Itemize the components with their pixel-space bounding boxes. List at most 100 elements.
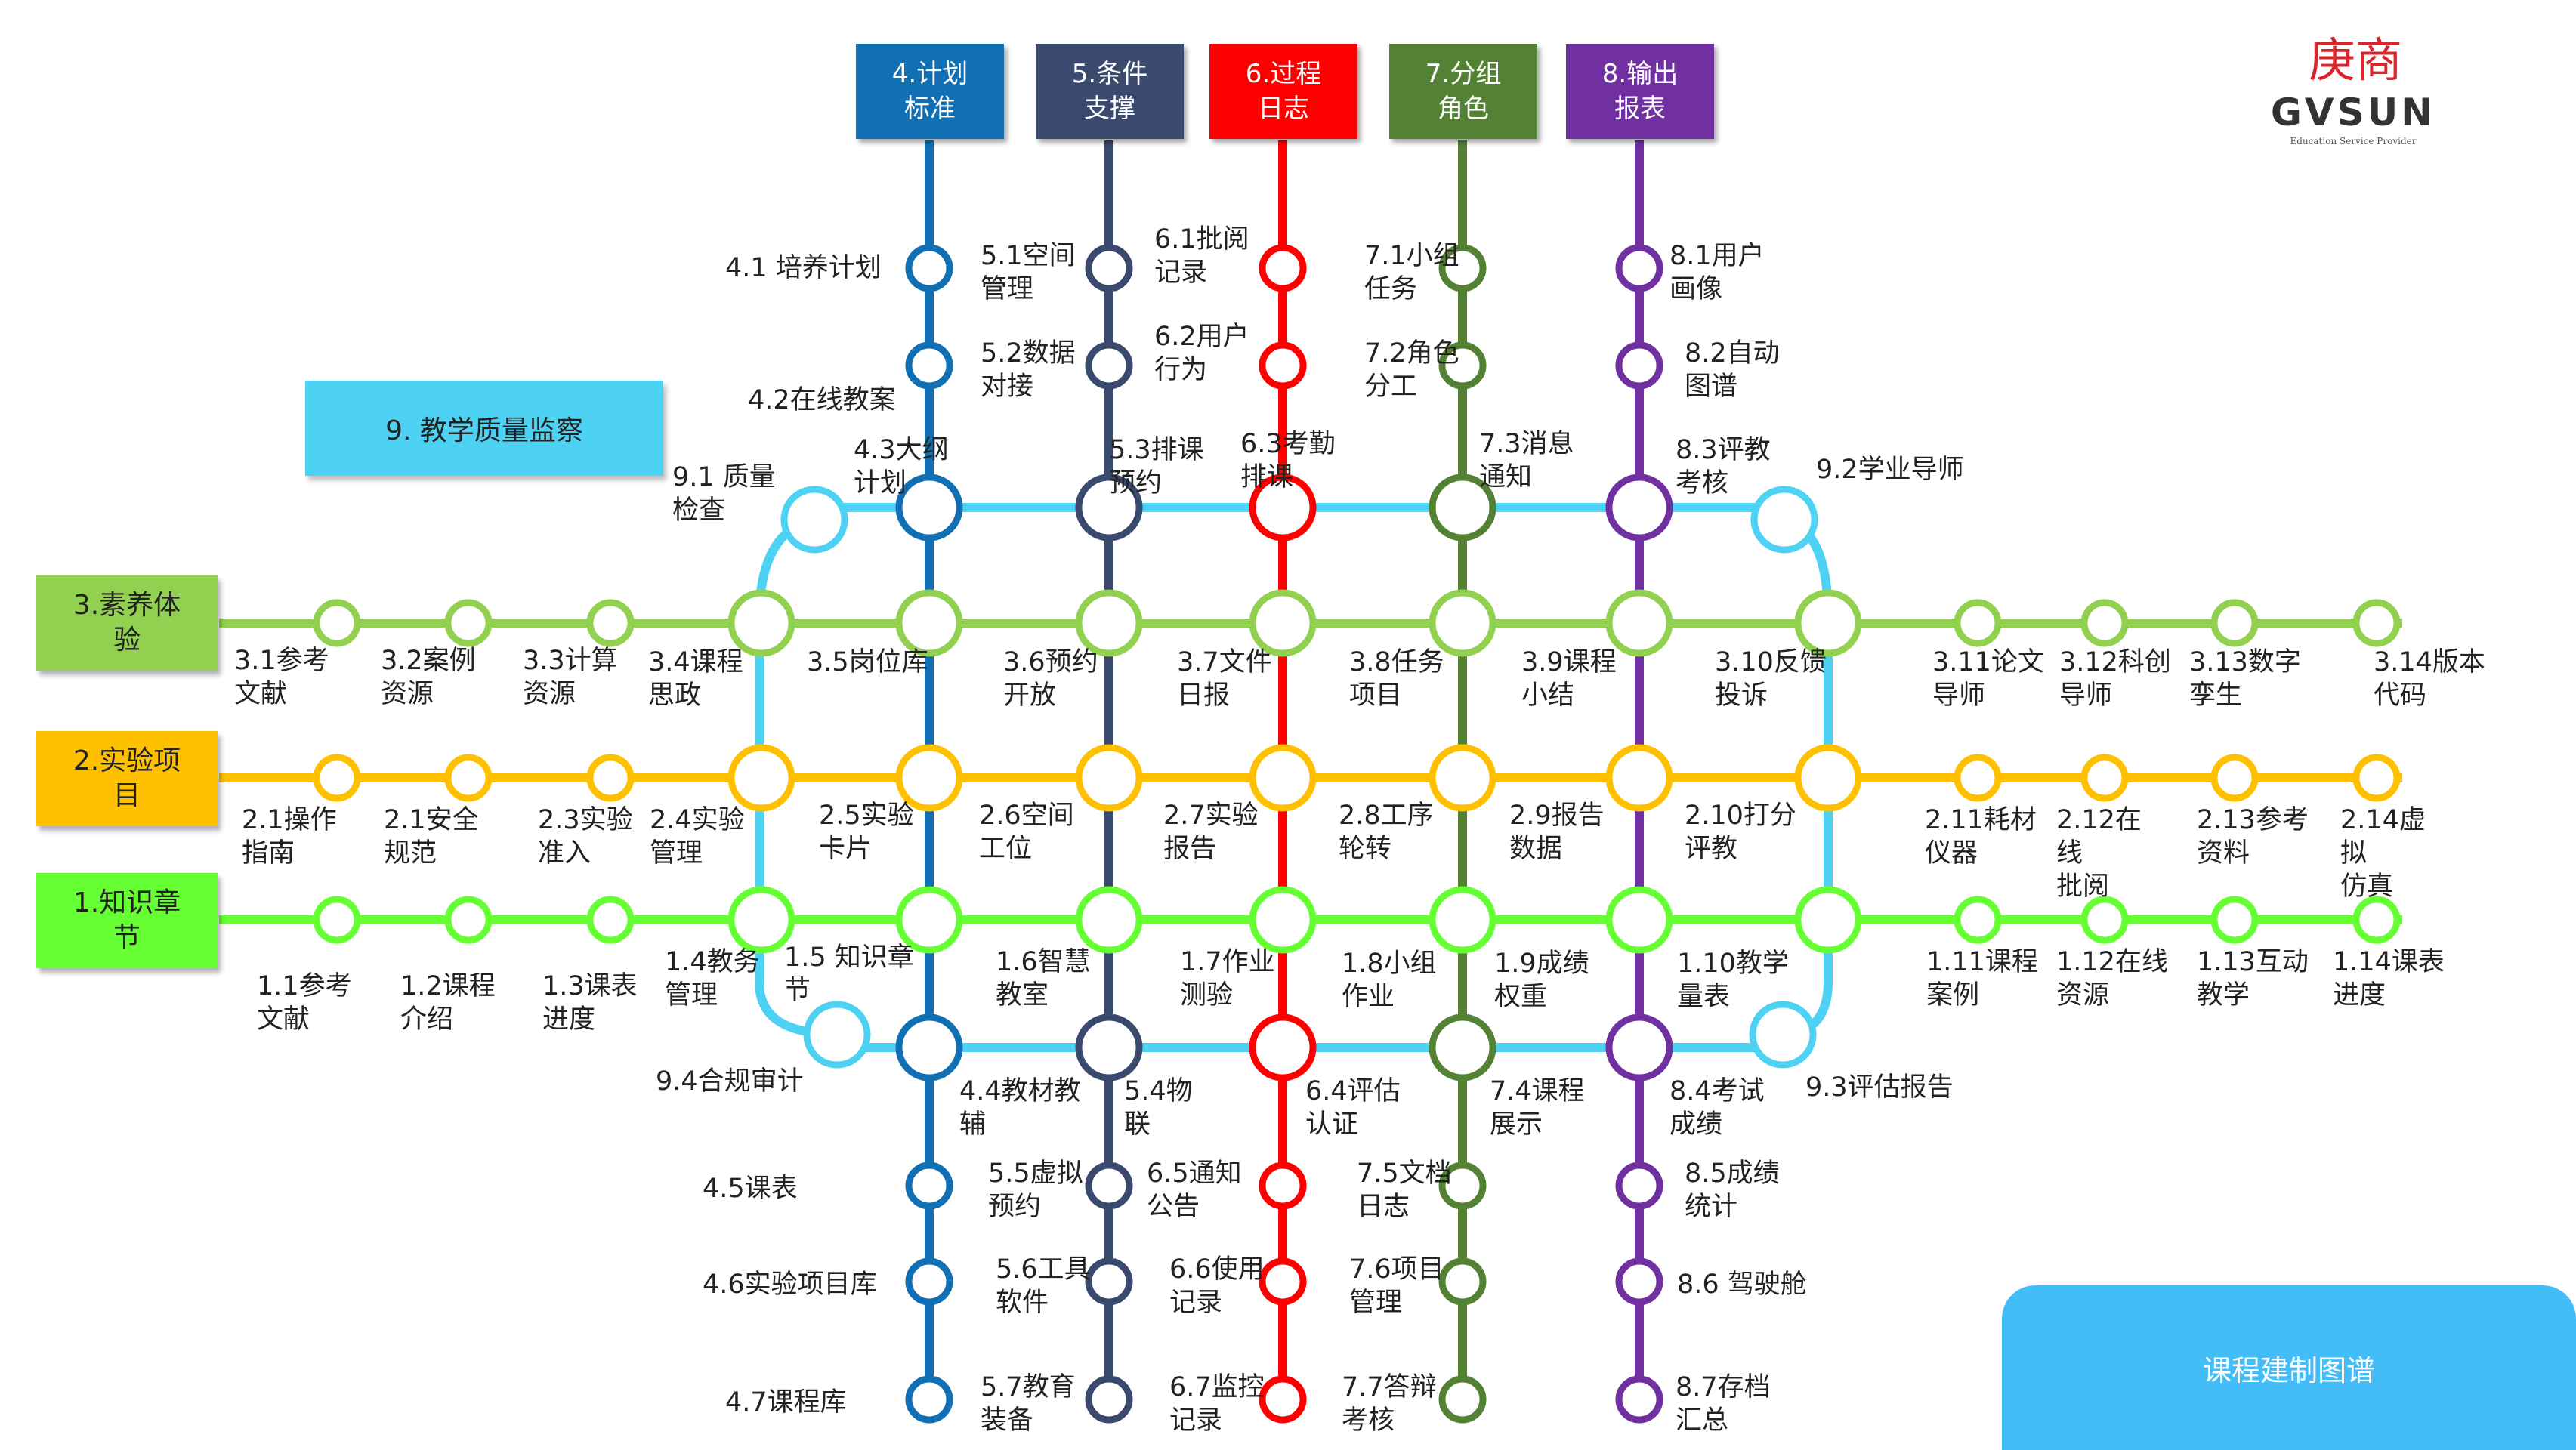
row-station-literacy-12 xyxy=(2080,599,2129,647)
column-station-plan-top-2 xyxy=(905,341,953,390)
column-station-label: 6.1批阅 记录 xyxy=(1154,224,1249,288)
column-hub-support-bottom xyxy=(1075,1013,1143,1081)
row-station-experiment-9 xyxy=(1605,744,1673,812)
row-station-label: 2.3实验 准入 xyxy=(538,805,633,868)
column-hub-plan-top xyxy=(895,474,963,541)
logo-en-text: GVSUN xyxy=(2270,91,2436,134)
column-header-group[interactable]: 7.分组 角色 xyxy=(1389,44,1537,139)
column-header-label: 6.过程 日志 xyxy=(1245,59,1322,124)
column-station-label: 5.5虚拟 预约 xyxy=(988,1158,1083,1222)
row-station-label: 1.11课程 案例 xyxy=(1926,947,2038,1010)
column-station-support-top-2 xyxy=(1085,341,1133,390)
row-station-label: 1.3课表 进度 xyxy=(542,971,638,1035)
column-header-label: 5.条件 支撑 xyxy=(1071,59,1148,124)
column-station-output-top-1 xyxy=(1615,244,1663,292)
row-station-experiment-8 xyxy=(1429,744,1496,812)
quality-monitor-box[interactable]: 9. 教学质量监察 xyxy=(305,381,663,476)
row-title-literacy[interactable]: 3.素养体 验 xyxy=(36,575,218,671)
column-station-label: 7.7答辩 考核 xyxy=(1342,1372,1437,1436)
row-station-literacy-11 xyxy=(1954,599,2002,647)
row-station-literacy-8 xyxy=(1429,589,1496,657)
column-station-output-bottom-2 xyxy=(1615,1257,1663,1306)
column-station-label: 6.3考勤 排课 xyxy=(1240,429,1336,492)
row-station-knowledge-8 xyxy=(1429,886,1496,954)
column-hub-label: 6.4评估 认证 xyxy=(1305,1076,1401,1140)
column-station-label: 5.6工具 软件 xyxy=(996,1254,1091,1318)
column-station-log-bottom-3 xyxy=(1259,1375,1307,1424)
row-station-experiment-11 xyxy=(1954,754,2002,802)
column-station-label: 6.7监控 记录 xyxy=(1169,1372,1265,1436)
row-station-label: 1.10教学 量表 xyxy=(1677,949,1789,1012)
row-station-label: 3.12科创 导师 xyxy=(2059,647,2171,711)
row-station-label: 1.6智慧 教室 xyxy=(996,947,1091,1010)
row-title-experiment[interactable]: 2.实验项 目 xyxy=(36,731,218,826)
row-station-label: 2.7实验 报告 xyxy=(1163,801,1259,864)
column-header-log[interactable]: 6.过程 日志 xyxy=(1209,44,1357,139)
course-map-button[interactable]: 课程建制图谱 xyxy=(2002,1285,2576,1450)
row-station-label: 2.1操作 指南 xyxy=(242,805,337,868)
column-station-label: 6.6使用 记录 xyxy=(1169,1254,1265,1318)
row-station-knowledge-12 xyxy=(2080,896,2129,944)
row-station-literacy-9 xyxy=(1605,589,1673,657)
column-header-plan[interactable]: 4.计划 标准 xyxy=(856,44,1004,139)
column-hub-label: 5.4物 联 xyxy=(1124,1076,1193,1140)
column-station-group-bottom-1 xyxy=(1438,1162,1487,1210)
row-station-label: 1.5 知识章 节 xyxy=(784,942,914,1006)
row-station-literacy-3 xyxy=(586,599,635,647)
column-station-label: 6.5通知 公告 xyxy=(1147,1158,1242,1222)
row-station-label: 2.9报告 数据 xyxy=(1509,801,1605,864)
row-station-label: 1.7作业 测验 xyxy=(1180,947,1275,1010)
column-hub-output-bottom xyxy=(1605,1013,1673,1081)
column-hub-plan-bottom xyxy=(895,1013,963,1081)
column-hub-label: 7.4课程 展示 xyxy=(1490,1076,1585,1140)
row-station-knowledge-7 xyxy=(1249,886,1317,954)
column-header-support[interactable]: 5.条件 支撑 xyxy=(1036,44,1184,139)
row-station-knowledge-11 xyxy=(1954,896,2002,944)
column-station-group-bottom-3 xyxy=(1438,1375,1487,1424)
row-station-label: 1.9成绩 权重 xyxy=(1494,949,1589,1012)
column-station-support-bottom-1 xyxy=(1085,1162,1133,1210)
row-station-knowledge-14 xyxy=(2352,896,2401,944)
row-station-experiment-13 xyxy=(2210,754,2259,802)
row-station-knowledge-6 xyxy=(1075,886,1143,954)
row-station-label: 2.11耗材 仪器 xyxy=(1925,805,2037,868)
column-hub-log-bottom xyxy=(1249,1013,1317,1081)
column-hub-group-top xyxy=(1429,474,1496,541)
row-station-literacy-1 xyxy=(313,599,361,647)
column-station-group-top-1 xyxy=(1438,244,1487,292)
row-station-experiment-10 xyxy=(1794,744,1862,812)
row-station-knowledge-13 xyxy=(2210,896,2259,944)
row-station-experiment-12 xyxy=(2080,754,2129,802)
row-station-label: 3.3计算 资源 xyxy=(523,646,618,709)
column-station-label: 8.2自动 图谱 xyxy=(1685,338,1780,402)
row-title-knowledge[interactable]: 1.知识章 节 xyxy=(36,873,218,968)
column-station-label: 7.6项目 管理 xyxy=(1349,1254,1444,1318)
row-station-literacy-13 xyxy=(2210,599,2259,647)
quality-station-4 xyxy=(803,1001,871,1069)
row-station-label: 3.11论文 导师 xyxy=(1932,647,2044,711)
column-station-label: 4.6实验项目库 xyxy=(703,1270,877,1300)
column-station-log-bottom-1 xyxy=(1259,1162,1307,1210)
row-station-experiment-1 xyxy=(313,754,361,802)
row-station-label: 2.10打分 评教 xyxy=(1685,801,1796,864)
column-station-plan-top-1 xyxy=(905,244,953,292)
row-station-knowledge-5 xyxy=(895,886,963,954)
column-header-output[interactable]: 8.输出 报表 xyxy=(1566,44,1714,139)
quality-station-label: 9.1 质量 检查 xyxy=(672,462,776,526)
column-station-output-bottom-3 xyxy=(1615,1375,1663,1424)
column-hub-label: 8.4考试 成绩 xyxy=(1669,1076,1765,1140)
row-station-label: 3.8任务 项目 xyxy=(1349,647,1444,711)
column-station-log-top-1 xyxy=(1259,244,1307,292)
row-station-experiment-4 xyxy=(727,744,795,812)
row-station-label: 2.12在 线 批阅 xyxy=(2056,805,2142,902)
row-station-label: 2.8工序 轮转 xyxy=(1339,801,1434,864)
column-station-label: 7.3消息 通知 xyxy=(1479,429,1574,492)
row-station-experiment-6 xyxy=(1075,744,1143,812)
column-station-label: 8.5成绩 统计 xyxy=(1685,1158,1780,1222)
row-station-label: 1.14课表 进度 xyxy=(2333,947,2445,1010)
column-station-label: 8.1用户 画像 xyxy=(1669,241,1765,304)
column-header-label: 7.分组 角色 xyxy=(1425,59,1502,124)
row-station-knowledge-2 xyxy=(444,896,493,944)
row-station-label: 3.13数字 孪生 xyxy=(2189,647,2301,711)
